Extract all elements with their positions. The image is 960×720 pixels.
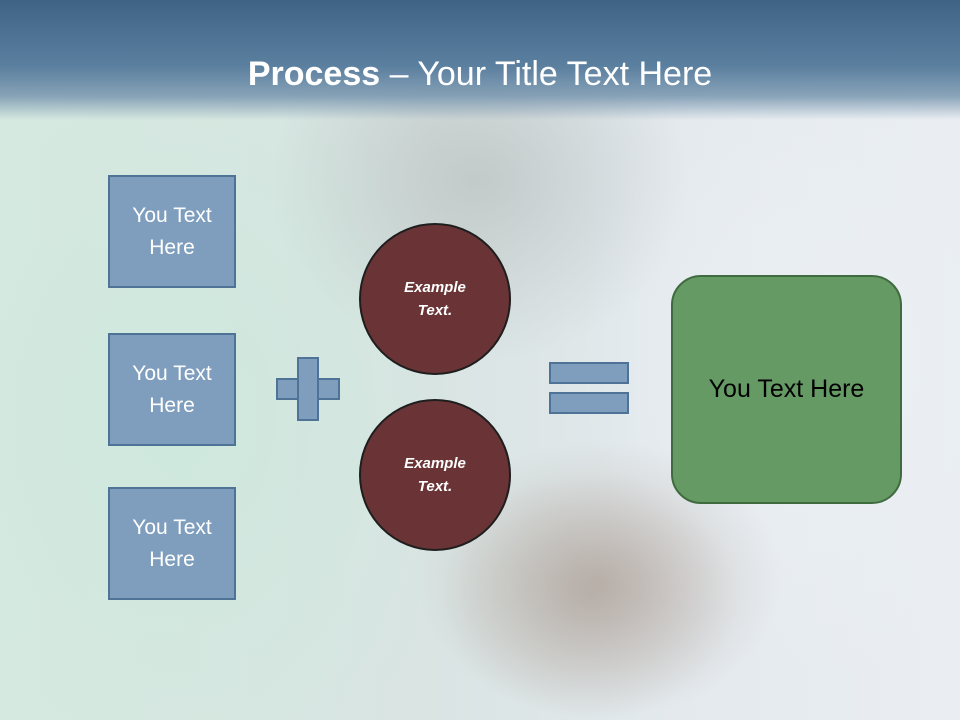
input-box-1-text: You Text Here — [132, 203, 212, 259]
input-box-3-text: You Text Here — [132, 515, 212, 571]
title-rest: – Your Title Text Here — [380, 55, 713, 93]
title-bold: Process — [247, 55, 381, 93]
example-circle-2[interactable]: Example Text. — [359, 399, 511, 551]
plus-icon — [276, 357, 340, 421]
equals-icon — [549, 362, 629, 414]
title-banner — [0, 0, 960, 120]
input-box-3[interactable]: You Text Here — [108, 487, 236, 600]
example-circle-1[interactable]: Example Text. — [359, 223, 511, 375]
input-box-1[interactable]: You Text Here — [108, 175, 236, 288]
input-box-2[interactable]: You Text Here — [108, 333, 236, 446]
slide-title: Process – Your Title Text Here — [0, 52, 960, 96]
input-box-2-text: You Text Here — [132, 361, 212, 417]
example-circle-1-text: Example Text. — [404, 279, 466, 319]
example-circle-2-text: Example Text. — [404, 455, 466, 495]
result-box-text: You Text Here — [708, 375, 865, 403]
result-box[interactable]: You Text Here — [671, 275, 902, 504]
